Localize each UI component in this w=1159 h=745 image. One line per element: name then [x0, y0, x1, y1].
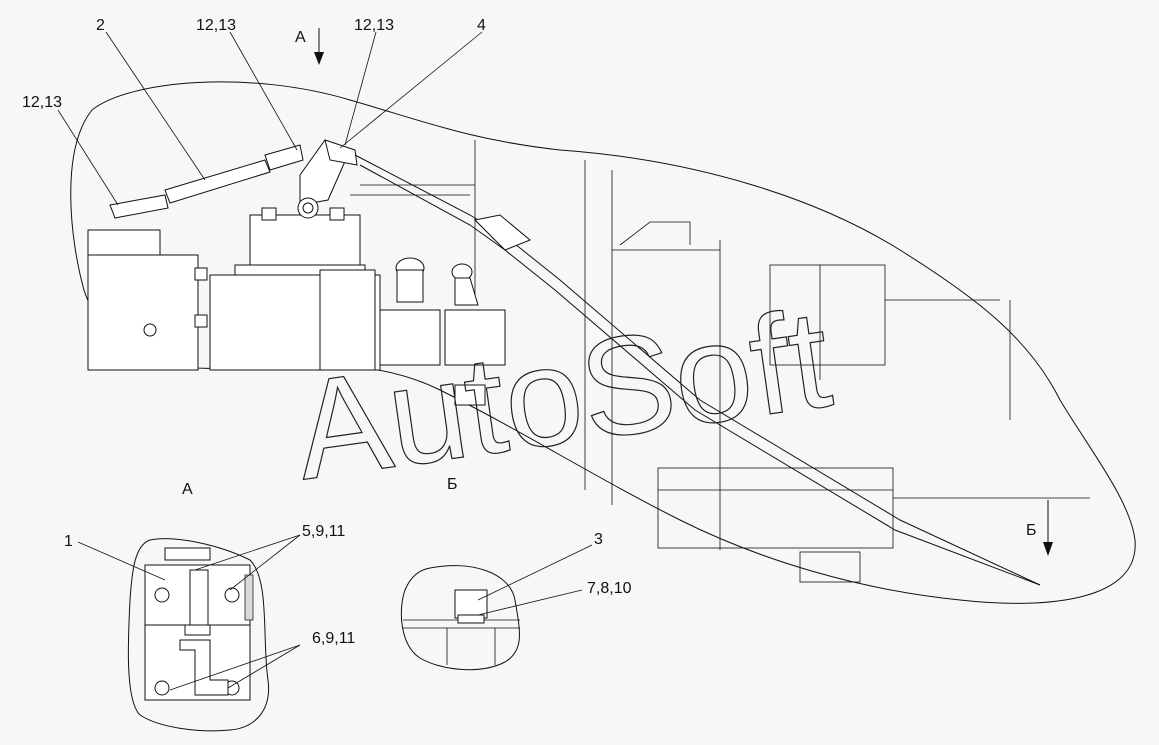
- detail-b-outline: [400, 565, 520, 671]
- view-b-direction-arrow: [1043, 500, 1053, 556]
- label-part-12-13-top-left: 12,13: [196, 17, 236, 34]
- view-a-arrow-label: А: [295, 29, 306, 46]
- mechanism-assembly: [87, 139, 1041, 586]
- background-structure: [350, 140, 1090, 583]
- leader-lines-detail-b: [477, 544, 593, 616]
- label-part-7-8-10: 7,8,10: [587, 580, 632, 597]
- label-part-1: 1: [64, 533, 73, 550]
- label-part-6-9-11: 6,9,11: [312, 630, 355, 647]
- leader-lines-detail-a: [77, 534, 301, 691]
- view-a-title: А: [182, 481, 193, 498]
- detail-b-parts: [403, 589, 520, 665]
- label-part-12-13-left: 12,13: [22, 94, 62, 111]
- view-a-direction-arrow: [314, 28, 324, 65]
- label-part-12-13-top-right: 12,13: [354, 17, 394, 34]
- label-part-2: 2: [96, 17, 105, 34]
- label-part-5-9-11: 5,9,11: [302, 523, 345, 540]
- detail-a-outline: [127, 538, 270, 732]
- label-part-3: 3: [594, 531, 603, 548]
- leader-lines-main: [57, 31, 483, 206]
- label-part-4: 4: [477, 17, 486, 34]
- detail-a-parts: [144, 547, 254, 701]
- view-b-arrow-label: Б: [1026, 522, 1037, 539]
- view-b-title: Б: [447, 476, 458, 493]
